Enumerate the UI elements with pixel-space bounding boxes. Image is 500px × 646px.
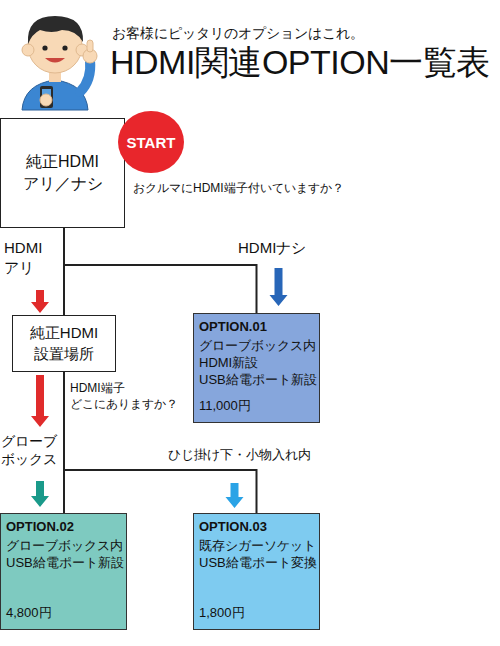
text-line: 11,000円: [199, 398, 314, 415]
subtitle: お客様にピッタリのオプションはこれ。: [112, 24, 364, 42]
arrow-head: [270, 268, 288, 306]
text-line: HDMI: [4, 238, 54, 258]
start-circle: START: [118, 111, 184, 173]
node-text: 既存シガーソケット USB給電ポート変換: [199, 538, 314, 572]
text-line: OPTION.02: [6, 519, 121, 536]
text-line: グローブボックス内: [6, 538, 121, 555]
option-heading: OPTION.02: [6, 519, 121, 536]
node-text: START: [127, 134, 176, 151]
text-line: ボックス: [1, 450, 61, 468]
text-line: どこにありますか？: [70, 397, 178, 413]
text-line: OPTION.03: [199, 519, 314, 536]
question-box: 純正HDMI 設置場所: [12, 315, 116, 372]
option-box: OPTION.02 グローブボックス内 USB給電ポート新設 4,800円: [0, 513, 127, 630]
option-box: OPTION.01 グローブボックス内 HDMI新設 USB給電ポート新設 11,0…: [193, 313, 320, 423]
connector-line: [64, 228, 257, 313]
node-text: 純正HDMI 設置場所: [30, 323, 98, 364]
edge-label: HDMIナシ: [238, 238, 306, 258]
text-line: OPTION.01: [199, 319, 314, 336]
option-box: OPTION.03 既存シガーソケット USB給電ポート変換 1,800円: [193, 513, 320, 630]
price: 11,000円: [199, 392, 314, 415]
text-line: 1,800円: [199, 605, 314, 622]
text-line: アリ: [4, 258, 54, 278]
text-line: HDMIナシ: [238, 238, 306, 258]
option-heading: OPTION.01: [199, 319, 314, 336]
text-line: アリ／ナシ: [23, 173, 103, 195]
text-line: USB給電ポート新設: [199, 372, 314, 389]
text-line: 設置場所: [30, 344, 98, 364]
question-note: HDMI端子 どこにありますか？: [70, 381, 178, 412]
node-text: 純正HDMI アリ／ナシ: [23, 151, 103, 194]
text-line: 4,800円: [6, 605, 121, 622]
text-line: HDMI新設: [199, 355, 314, 372]
arrow-head: [31, 290, 49, 313]
edge-label: HDMI アリ: [4, 238, 54, 277]
question-box: 純正HDMI アリ／ナシ: [0, 118, 125, 228]
arrow-head: [31, 375, 49, 427]
text-line: USB給電ポート新設: [6, 555, 121, 572]
text-line: HDMI端子: [70, 381, 178, 397]
node-text: グローブボックス内 HDMI新設 USB給電ポート新設: [199, 338, 314, 389]
text-line: 純正HDMI: [30, 323, 98, 343]
page-title: HDMI関連OPTION一覧表: [110, 44, 490, 81]
node-text: グローブボックス内 USB給電ポート新設: [6, 538, 121, 572]
option-heading: OPTION.03: [199, 519, 314, 536]
text-line: グローブ: [1, 432, 61, 450]
edge-label: ひじ掛け下・小物入れ内: [168, 447, 311, 464]
text-line: おクルマにHDMI端子付いていますか？: [133, 181, 344, 197]
text-line: USB給電ポート変換: [199, 555, 314, 572]
text-line: グローブボックス内: [199, 338, 314, 355]
price: 4,800円: [6, 599, 121, 622]
price: 1,800円: [199, 599, 314, 622]
text-line: 既存シガーソケット: [199, 538, 314, 555]
text-line: お客様にピッタリのオプションはこれ。: [112, 24, 364, 42]
text-line: ひじ掛け下・小物入れ内: [168, 447, 311, 464]
arrow-head: [226, 483, 244, 508]
text-line: 純正HDMI: [23, 151, 103, 173]
arrow-head: [31, 481, 49, 507]
edge-label: グローブ ボックス: [1, 432, 61, 468]
text-line: HDMI関連OPTION一覧表: [110, 44, 490, 81]
text-line: START: [127, 134, 176, 151]
question-note: おクルマにHDMI端子付いていますか？: [133, 181, 344, 197]
